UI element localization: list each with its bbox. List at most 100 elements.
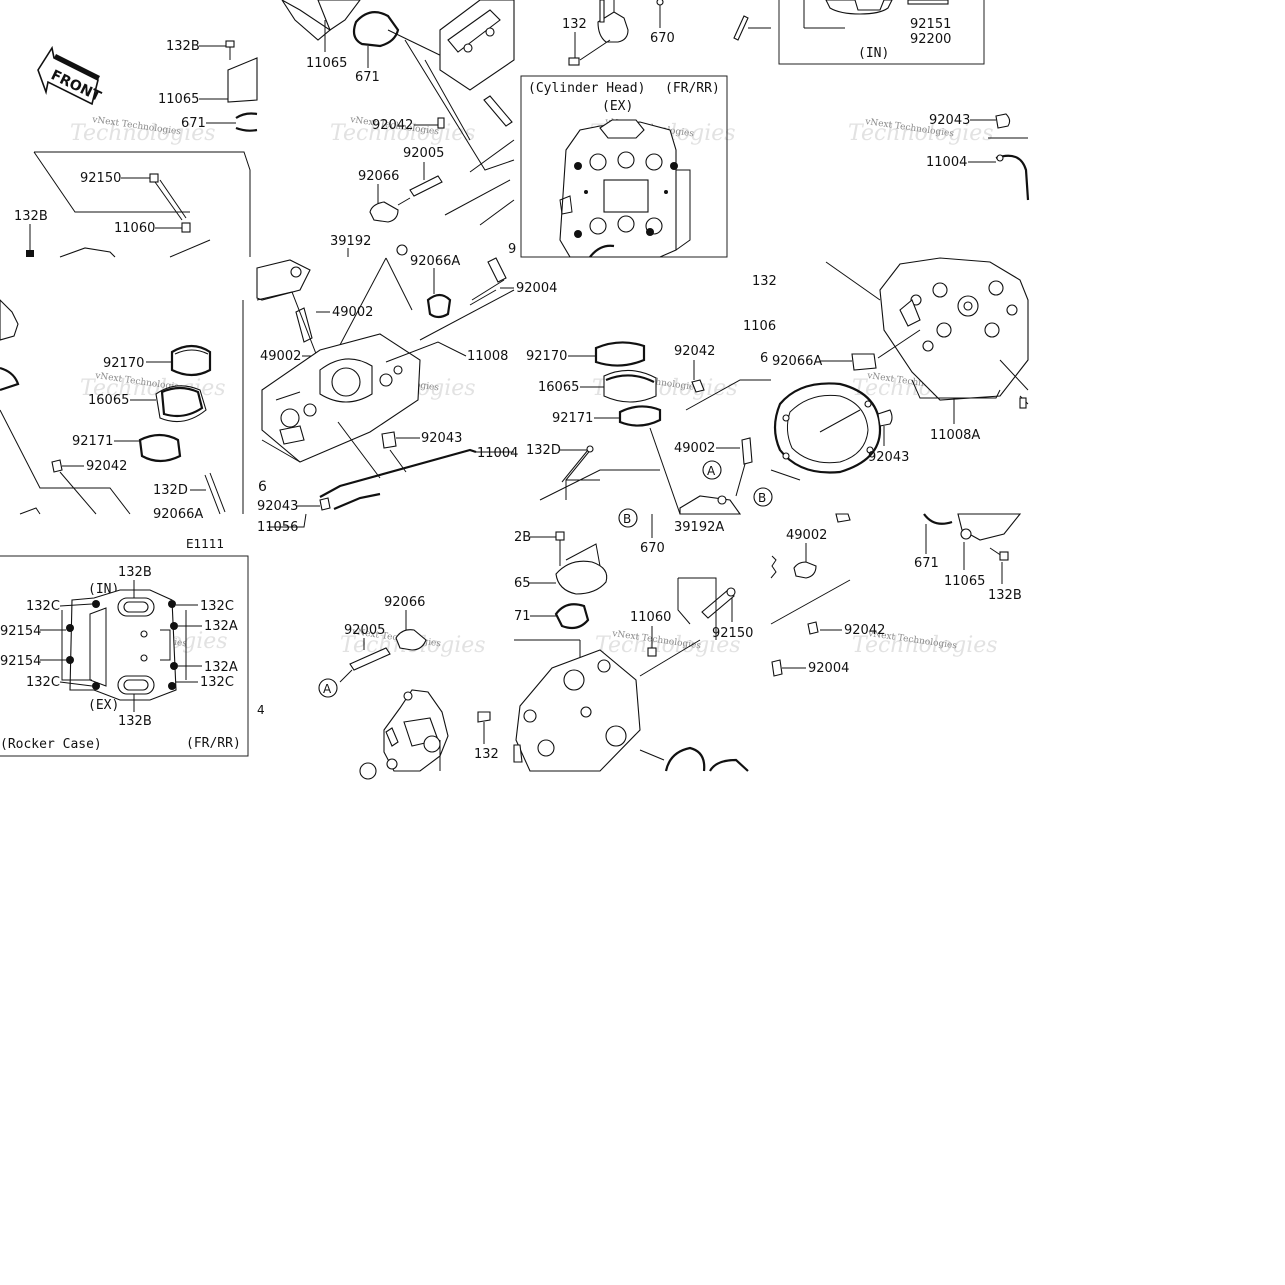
part-label: 92066A — [772, 354, 822, 369]
cylinder-head-position: (FR/RR) — [665, 81, 720, 96]
part-label: 1106 — [743, 319, 776, 334]
part-label: 11004 — [477, 446, 518, 461]
top-right-inset-sub: (IN) — [858, 46, 889, 61]
front-arrow-icon: FRONT — [37, 45, 104, 105]
part-label: 4 — [257, 703, 265, 717]
part-label: 92171 — [552, 411, 593, 426]
tile-bottom-center-right: B 670 39192A 2B 65 71 11060 92150 — [513, 508, 753, 772]
part-label: 132B — [118, 565, 152, 580]
rocker-case-position: (FR/RR) — [186, 736, 241, 751]
part-label: 9 — [508, 242, 516, 257]
tile-bottom-mid: 11056 92066 92005 A 132 4 — [257, 513, 499, 780]
diagram-code: E1111 — [186, 537, 224, 551]
part-label: 132C — [200, 675, 234, 690]
part-label: 132 — [752, 274, 777, 289]
part-label: 92066A — [153, 507, 203, 522]
callout-b — [753, 487, 773, 507]
part-label: 49002 — [260, 349, 301, 364]
part-label: 11008A — [930, 428, 980, 443]
rocker-case-title: (Rocker Case) — [0, 737, 102, 752]
part-label: 92042 — [372, 118, 413, 133]
part-label: 92043 — [257, 499, 298, 514]
cylinder-head-title: (Cylinder Head) — [528, 81, 645, 96]
watermarks: Technologies vNext Technologies Technolo… — [70, 115, 998, 658]
part-label: 671 — [181, 116, 206, 131]
svg-text:Technologies: Technologies — [848, 121, 994, 146]
part-label: 16065 — [538, 380, 579, 395]
part-label: 132C — [200, 599, 234, 614]
part-label: 132 — [474, 747, 499, 762]
part-label: 92043 — [929, 113, 970, 128]
part-label: 11060 — [114, 221, 155, 236]
part-label: 39192A — [674, 520, 724, 535]
callout-a — [702, 460, 722, 480]
callout-label: A — [323, 682, 332, 696]
part-label: 92005 — [344, 623, 385, 638]
part-label: 92066 — [384, 595, 425, 610]
part-label: 71 — [514, 609, 531, 624]
part-label: 92066A — [410, 254, 460, 269]
part-label: 132D — [153, 483, 188, 498]
tile-top-left: FRONT 132B 11065 671 92150 132B 11060 — [14, 39, 258, 258]
part-label: 92154 — [0, 624, 41, 639]
callout-b — [618, 508, 638, 528]
part-label: 92043 — [421, 431, 462, 446]
svg-text:Technologies: Technologies — [330, 121, 476, 146]
part-label: 39192 — [330, 234, 371, 249]
callout-label: B — [623, 512, 631, 526]
part-label: 92066 — [358, 169, 399, 184]
part-label: 11065 — [306, 56, 347, 71]
part-label: 92004 — [516, 281, 557, 296]
tile-top-mid: 11065 671 92042 92005 92066 39192 9 — [281, 0, 516, 257]
tile-mid-right: 92066A 92043 11008A — [770, 257, 1029, 481]
part-label: 11065 — [944, 574, 985, 589]
part-label: 49002 — [786, 528, 827, 543]
callout-label: A — [707, 464, 716, 478]
rocker-case-inset: (IN) (EX) (Rocker Case) (FR/RR) 132B 132… — [0, 555, 249, 757]
callout-a — [318, 678, 338, 698]
tile-top-right: 92151 92200 92043 11004 — [803, 0, 1030, 201]
cylinder-head-inset: (Cylinder Head) (FR/RR) (EX) — [520, 75, 728, 258]
part-label: 65 — [514, 576, 531, 591]
part-label: 11008 — [467, 349, 508, 364]
part-label: 92042 — [674, 344, 715, 359]
part-label: 92151 — [910, 17, 951, 32]
part-label: 92004 — [808, 661, 849, 676]
tile-bottom-left: E1111 (IN) (EX) (Rocker Case) (FR/RR) 13… — [0, 537, 249, 757]
part-label: 132A — [204, 619, 238, 634]
part-label: 92170 — [526, 349, 567, 364]
part-label: 132 — [562, 17, 587, 32]
part-label: 11060 — [630, 610, 671, 625]
part-label: 6 — [258, 479, 267, 495]
top-right-inset: (IN) — [778, 0, 985, 65]
part-label: 92042 — [844, 623, 885, 638]
tile-center: 92066A 92004 49002 49002 11008 92043 110… — [256, 254, 557, 514]
part-label: 92154 — [0, 654, 41, 669]
part-label: 670 — [640, 541, 665, 556]
part-label: 16065 — [88, 393, 129, 408]
rocker-case-ex-label: (EX) — [88, 698, 119, 713]
part-label: 92150 — [80, 171, 121, 186]
part-label: 132C — [26, 675, 60, 690]
tile-top-center-right: 132 670 (Cylinder Head) (FR/RR) (EX) — [520, 0, 985, 258]
cylinder-head-sub: (EX) — [602, 99, 633, 114]
part-label: 132B — [118, 714, 152, 729]
part-label: 132B — [14, 209, 48, 224]
svg-text:Technologies: Technologies — [852, 633, 998, 658]
part-label: 671 — [355, 70, 380, 85]
part-label: 132C — [26, 599, 60, 614]
part-label: 11004 — [926, 155, 967, 170]
part-label: 49002 — [332, 305, 373, 320]
part-label: 132A — [204, 660, 238, 675]
part-label: 92005 — [403, 146, 444, 161]
part-label: 11065 — [158, 92, 199, 107]
part-label: 92170 — [103, 356, 144, 371]
watermark-bg: Technologies — [70, 121, 216, 146]
part-label: 92200 — [910, 32, 951, 47]
tile-mid-left: 92170 16065 92171 92042 132D 92066A — [0, 299, 244, 522]
part-label: 670 — [650, 31, 675, 46]
part-label: 671 — [914, 556, 939, 571]
part-label: 132B — [988, 588, 1022, 603]
callout-label: B — [758, 491, 766, 505]
